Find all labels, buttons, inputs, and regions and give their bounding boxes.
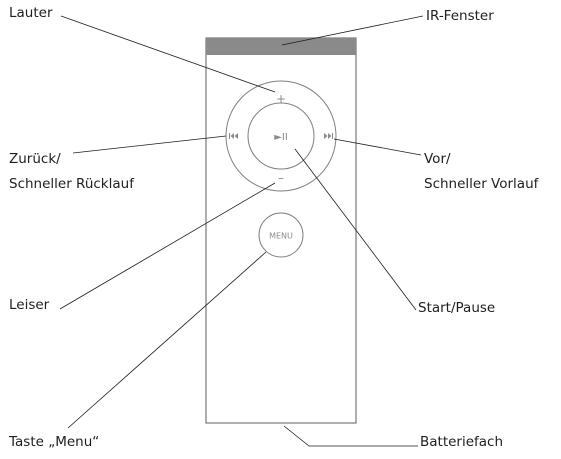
next-icon bbox=[324, 133, 333, 139]
leader-battery bbox=[283, 425, 418, 447]
minus-symbol: – bbox=[278, 171, 284, 185]
label-previous-line1: Zurück/ bbox=[9, 151, 61, 167]
label-ir-window: IR-Fenster bbox=[426, 8, 494, 24]
label-previous-line2: Schneller Rücklauf bbox=[9, 176, 134, 192]
play-pause-symbol: ►II bbox=[274, 132, 288, 143]
menu-button bbox=[258, 212, 304, 258]
leader-previous bbox=[72, 135, 227, 154]
previous-icon bbox=[229, 133, 238, 139]
leader-ir-window bbox=[281, 15, 424, 46]
leader-next bbox=[333, 138, 422, 156]
label-next: Vor/ Schneller Vorlauf bbox=[424, 151, 538, 193]
leader-play-pause bbox=[294, 148, 417, 311]
label-battery: Batteriefach bbox=[420, 434, 504, 450]
label-next-line2: Schneller Vorlauf bbox=[424, 176, 539, 192]
label-menu-key: Taste „Menu“ bbox=[9, 434, 100, 450]
ir-window bbox=[206, 38, 356, 55]
label-volume-down: Leiser bbox=[9, 297, 50, 313]
label-next-line1: Vor/ bbox=[424, 151, 451, 167]
menu-button-text: MENU bbox=[269, 232, 293, 241]
label-previous: Zurück/ Schneller Rücklauf bbox=[9, 151, 134, 193]
label-play-pause: Start/Pause bbox=[418, 300, 496, 316]
leader-volume-down bbox=[59, 182, 276, 310]
leader-menu-key bbox=[67, 251, 267, 429]
plus-symbol: + bbox=[276, 92, 286, 106]
leader-volume-up bbox=[60, 15, 276, 93]
label-volume-up: Lauter bbox=[9, 5, 53, 21]
